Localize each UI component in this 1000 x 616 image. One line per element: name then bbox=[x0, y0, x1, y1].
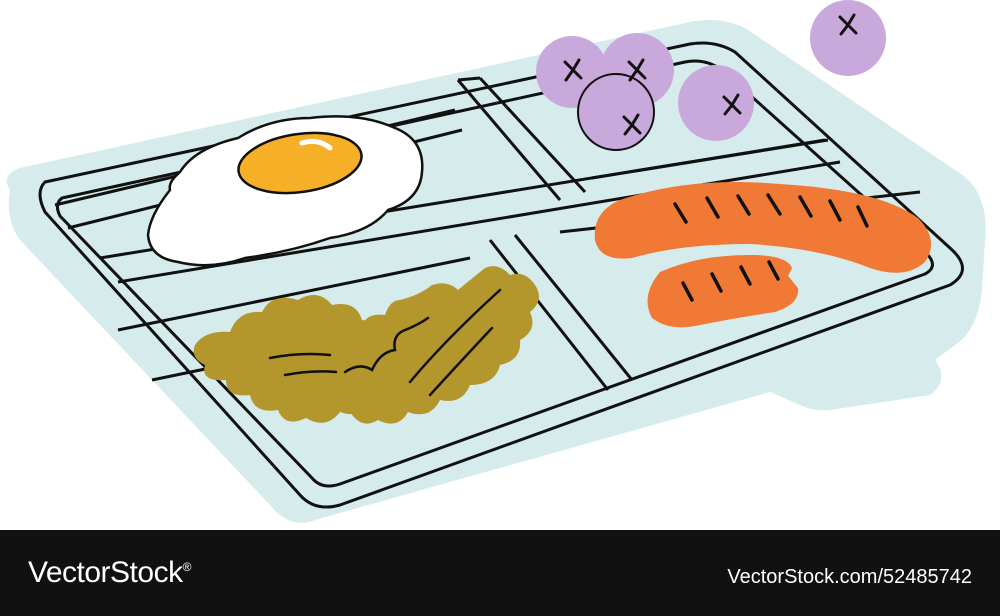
brand-logo: VectorStock® bbox=[28, 556, 191, 590]
lettuce-leaf-right bbox=[338, 266, 539, 424]
lunch-tray-illustration bbox=[6, 0, 986, 523]
registered-mark: ® bbox=[182, 560, 192, 574]
blueberry-3 bbox=[577, 73, 655, 151]
brand-name: VectorStock bbox=[28, 556, 183, 589]
blueberry-4 bbox=[678, 65, 754, 141]
sausage-short bbox=[647, 254, 799, 328]
sausage-long bbox=[594, 182, 932, 273]
sausage-icon bbox=[594, 182, 932, 328]
tray-divider-bottom bbox=[488, 234, 634, 391]
yolk-highlight bbox=[299, 138, 333, 151]
lettuce-leaf-icon bbox=[193, 266, 539, 424]
lettuce-leaf-left bbox=[193, 295, 389, 423]
watermark-footer: VectorStock® VectorStock.com/52485742 bbox=[0, 530, 1000, 616]
blueberry-5 bbox=[810, 0, 886, 76]
fried-egg-icon bbox=[146, 115, 424, 267]
tray-divider-top bbox=[456, 76, 587, 201]
blueberry-icon bbox=[536, 0, 886, 151]
image-id: VectorStock.com/52485742 bbox=[727, 566, 972, 588]
